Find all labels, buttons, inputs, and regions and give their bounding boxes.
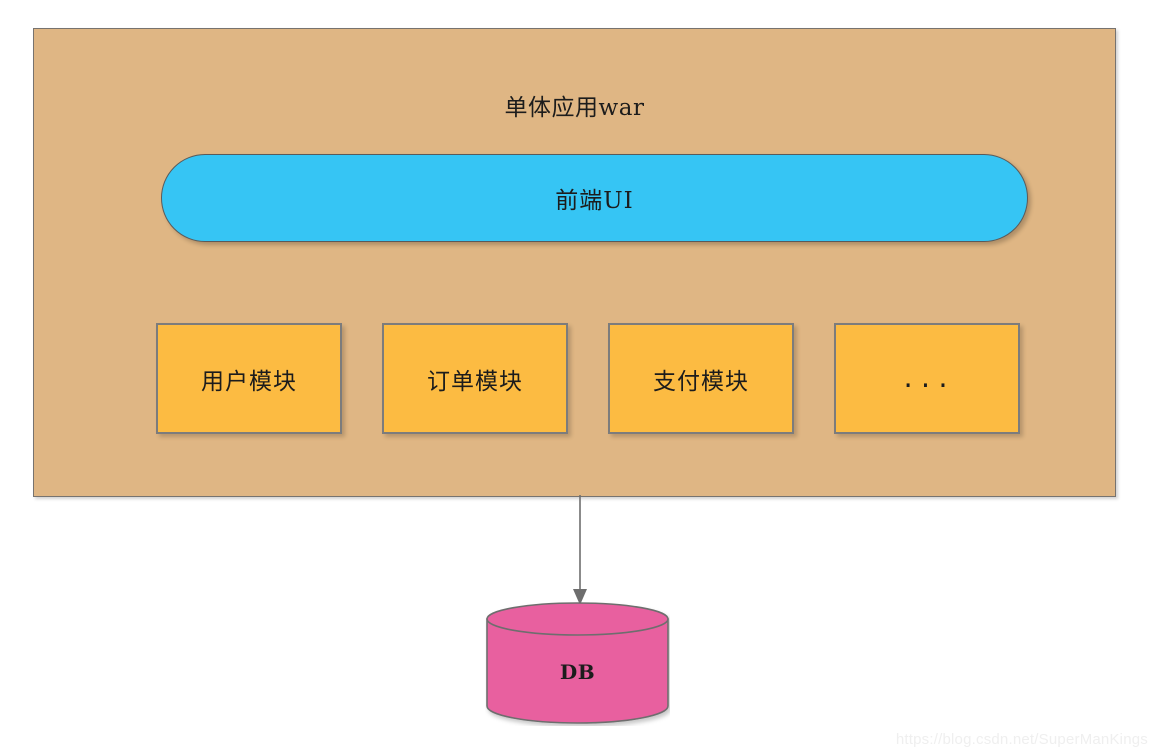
- module-label-payment: 支付模块: [653, 368, 749, 395]
- database-node: DB: [485, 602, 670, 726]
- module-row: 用户模块 订单模块 支付模块 ...: [156, 323, 1020, 434]
- monolith-container: 单体应用war 前端UI 用户模块 订单模块 支付模块 ...: [33, 28, 1116, 497]
- frontend-ui-label: 前端UI: [555, 188, 634, 214]
- module-label-user: 用户模块: [201, 368, 297, 395]
- watermark-text: https://blog.csdn.net/SuperManKings: [895, 731, 1148, 748]
- module-box-payment: 支付模块: [608, 323, 794, 434]
- monolith-title: 单体应用war: [504, 95, 645, 121]
- frontend-ui-layer: 前端UI: [161, 154, 1028, 242]
- module-box-order: 订单模块: [382, 323, 568, 434]
- arrow-down-icon: [573, 495, 587, 605]
- module-box-user: 用户模块: [156, 323, 342, 434]
- module-box-more: ...: [834, 323, 1020, 434]
- database-cylinder-icon: [486, 602, 669, 724]
- module-label-more: ...: [900, 364, 954, 393]
- module-label-order: 订单模块: [427, 368, 523, 395]
